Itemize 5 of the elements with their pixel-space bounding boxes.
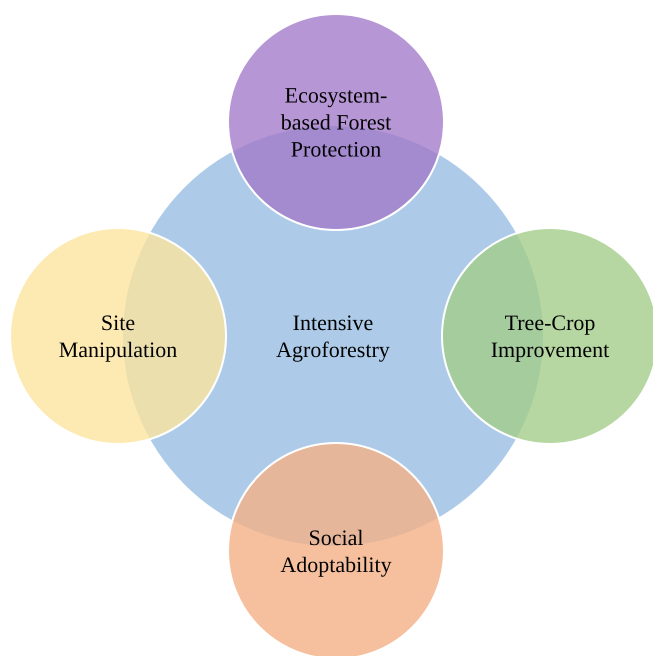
circle-label: Tree-Crop Improvement [490, 309, 610, 363]
circle-label: Social Adoptability [279, 524, 393, 578]
circle-label: Intensive Agroforestry [275, 309, 391, 363]
circle-label: Ecosystem-based Forest Protection [280, 82, 392, 162]
circle-label: Site Manipulation [58, 309, 178, 363]
